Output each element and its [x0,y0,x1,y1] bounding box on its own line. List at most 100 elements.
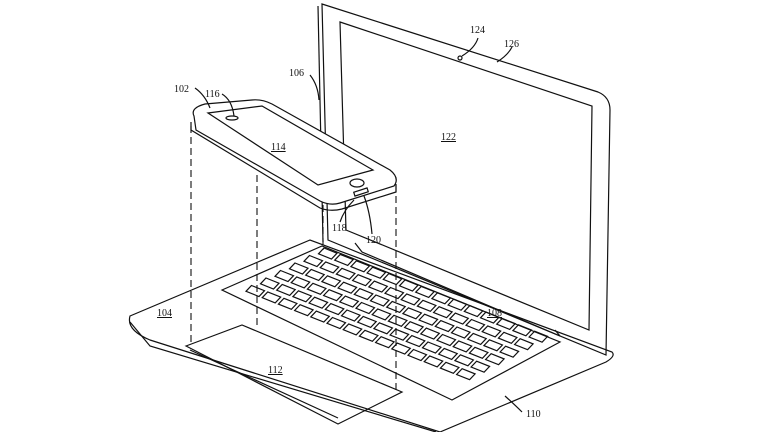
keyboard-key [387,314,408,328]
keyboard-key [293,303,315,317]
keyboard-key [479,311,501,324]
keyboard-key [382,272,403,286]
keyboard-key [304,268,326,282]
laptop-lid [321,3,611,356]
leader-126 [496,46,513,63]
keyboard-key [390,342,412,355]
camera-icon [457,55,463,61]
keyboard-key [340,309,362,322]
keyboard-key [308,296,329,309]
keyboard-key [421,341,443,354]
label-104: 104 [157,308,172,319]
label-114: 114 [271,142,286,153]
home-button [349,178,365,188]
keyboard-key [309,310,331,323]
keyboard-key [325,316,347,330]
keyboard-key [448,312,470,325]
keyboard-key [418,313,439,326]
keyboard-key [351,273,373,287]
keyboard-key [371,308,392,321]
speaker-icon [225,115,239,121]
label-116: 116 [205,89,220,100]
keyboard-key [495,317,517,331]
keyboard-key [367,280,389,293]
keyboard-key [423,355,444,368]
label-124: 124 [470,25,485,36]
keyboard-key [450,326,472,339]
port-icon [352,187,370,197]
leader-116 [221,93,235,117]
keyboard-key [324,302,345,316]
keyboard-key [439,361,460,375]
keyboard-key [447,298,468,311]
laptop-base-front-edge [129,321,437,432]
keyboard-key [499,345,520,358]
keyboard-key [464,318,486,332]
keyboard-key [466,332,488,346]
label-120: 120 [366,235,381,246]
keyboard-key [437,347,459,361]
keyboard-key [513,337,535,351]
keyboard-key [452,340,473,353]
keyboard-key [302,254,324,268]
label-110: 110 [526,409,541,420]
keyboard-key [455,367,477,381]
keyboard-key [416,299,437,313]
keyboard-well [220,245,562,401]
keyboard-key [342,323,363,336]
keyboard-key [369,294,391,307]
keyboard-key [356,315,378,329]
keyboard-key [419,327,441,340]
keyboard-key [403,320,425,334]
laptop-lid-inner-edge [317,5,324,243]
label-102: 102 [174,84,189,95]
keyboard-key [273,269,295,283]
keyboard-key [430,292,452,305]
keyboard-key [434,319,455,333]
phone-display [206,105,375,186]
keyboard-key [435,333,457,347]
keyboard-key [290,276,311,289]
leader-110 [504,395,523,413]
keyboard-key [401,307,423,320]
keyboard-key [317,247,339,260]
laptop-base [128,239,614,432]
leader-102 [194,87,211,109]
keyboard-keys [244,247,549,381]
keyboard-key [333,253,355,267]
keyboard-key [337,281,358,294]
keyboard-key [484,352,506,366]
keyboard-key [335,267,356,281]
keyboard-key [338,295,360,308]
label-126: 126 [504,39,519,50]
trackpad [184,324,404,425]
keyboard-key [374,335,396,349]
hinge [354,242,561,337]
phone-side [190,122,397,211]
keyboard-key [372,322,394,335]
keyboard-key [261,291,282,304]
keyboard-key [528,330,549,343]
keyboard-key [366,266,387,279]
trackpad-bevel [189,349,339,419]
keyboard-key [322,288,344,302]
label-112: 112 [268,365,283,376]
keyboard-key [400,293,421,306]
keyboard-key [349,260,371,273]
keyboard-key [358,329,379,343]
keyboard-key [398,279,420,292]
keyboard-key [481,325,502,338]
label-118: 118 [332,223,347,234]
keyboard-key [463,304,484,318]
keyboard-key [291,290,313,303]
keyboard-key [405,334,426,348]
label-122: 122 [441,132,456,143]
keyboard-key [406,348,428,362]
keyboard-key [320,275,342,288]
keyboard-key [389,328,410,341]
keyboard-key [288,262,310,275]
keyboard-key [453,354,475,367]
keyboard-key [259,277,281,290]
keyboard-key [468,346,489,360]
